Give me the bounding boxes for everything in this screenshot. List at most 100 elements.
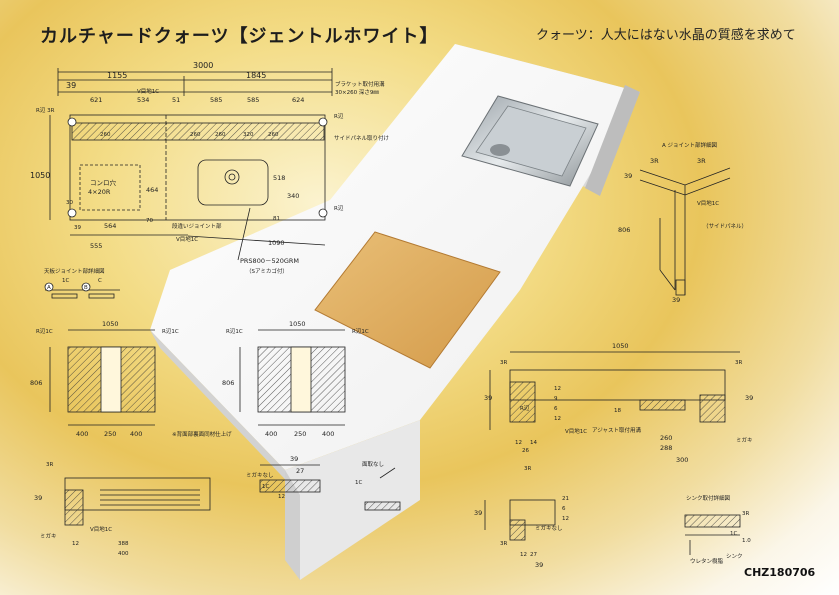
svg-text:4×20R: 4×20R	[88, 188, 111, 196]
svg-text:518: 518	[273, 174, 285, 182]
svg-text:ミガキ: ミガキ	[40, 532, 57, 540]
svg-text:39: 39	[474, 509, 482, 517]
svg-text:621: 621	[90, 96, 102, 104]
svg-text:3R: 3R	[697, 157, 706, 165]
svg-text:300: 300	[676, 456, 688, 464]
counter-right-edge	[585, 85, 640, 196]
svg-text:12: 12	[554, 416, 561, 422]
svg-text:12: 12	[562, 516, 569, 522]
front-view-right	[239, 329, 346, 426]
dim-depth: 1050	[30, 171, 50, 180]
svg-text:R辺: R辺	[334, 205, 344, 212]
svg-text:1C: 1C	[262, 484, 269, 490]
cutting-board	[314, 231, 501, 369]
svg-text:（Sアミカゴ付）: （Sアミカゴ付）	[246, 267, 288, 275]
svg-text:260: 260	[215, 132, 226, 138]
sink-detail	[684, 514, 741, 555]
svg-text:シンク: シンク	[726, 553, 743, 560]
svg-text:39: 39	[66, 81, 76, 90]
svg-text:564: 564	[104, 222, 116, 230]
svg-text:9: 9	[554, 396, 558, 402]
svg-text:39: 39	[624, 172, 632, 180]
svg-text:27: 27	[530, 552, 537, 558]
page-title: カルチャードクォーツ【ジェントルホワイト】	[40, 26, 439, 47]
svg-text:39: 39	[535, 561, 543, 569]
counter-side-panel	[285, 420, 420, 580]
svg-text:400: 400	[130, 430, 142, 438]
svg-text:555: 555	[90, 242, 102, 250]
sink-model: PRS800－520GRM	[240, 257, 299, 265]
svg-text:12: 12	[72, 541, 79, 547]
svg-text:R辺: R辺	[334, 113, 344, 120]
plan-view	[49, 68, 333, 261]
dim-total: 3000	[193, 61, 213, 70]
svg-text:A: A	[47, 285, 51, 291]
sink-detail-title: シンク取付詳細図	[686, 494, 731, 502]
svg-text:70: 70	[146, 218, 153, 224]
sink-drain	[490, 144, 510, 156]
svg-text:400: 400	[322, 430, 334, 438]
svg-text:26: 26	[522, 448, 529, 454]
svg-text:段違いジョイント部: 段違いジョイント部	[172, 222, 222, 230]
svg-text:250: 250	[294, 430, 306, 438]
svg-text:3R: 3R	[500, 360, 507, 366]
svg-text:624: 624	[292, 96, 304, 104]
svg-text:534: 534	[137, 96, 149, 104]
svg-text:250: 250	[104, 430, 116, 438]
svg-text:ミガキ: ミガキ	[736, 436, 753, 444]
svg-text:12: 12	[520, 552, 527, 558]
svg-text:1C: 1C	[355, 480, 362, 486]
svg-text:サイドパネル取り付け: サイドパネル取り付け	[334, 134, 390, 142]
svg-text:1090: 1090	[268, 239, 285, 247]
svg-text:288: 288	[660, 444, 672, 452]
svg-text:388: 388	[118, 541, 129, 547]
svg-text:C: C	[98, 278, 102, 284]
sink-cutout	[197, 159, 269, 206]
sink-drain-symbol	[224, 169, 240, 185]
svg-text:39: 39	[672, 296, 680, 304]
mid-section	[259, 464, 321, 493]
svg-text:18: 18	[614, 408, 621, 414]
svg-text:320: 320	[243, 132, 254, 138]
svg-text:1050: 1050	[612, 342, 629, 350]
svg-text:12: 12	[554, 386, 561, 392]
svg-text:6: 6	[554, 406, 558, 412]
svg-text:260: 260	[660, 434, 672, 442]
svg-text:39: 39	[34, 494, 42, 502]
dim-right: 1845	[246, 71, 266, 80]
svg-text:21: 21	[562, 496, 569, 502]
section-right	[489, 351, 740, 430]
svg-text:12: 12	[278, 494, 285, 500]
svg-text:12: 12	[515, 440, 522, 446]
svg-text:3R: 3R	[46, 462, 53, 468]
bracket-note: ブラケット取付用溝	[335, 80, 385, 88]
svg-text:ウレタン樹脂: ウレタン樹脂	[690, 557, 724, 565]
section-bottom-mid	[364, 467, 556, 541]
front-view-left	[49, 329, 156, 426]
svg-text:ミガキなし: ミガキなし	[246, 471, 274, 479]
svg-text:806: 806	[618, 226, 630, 234]
svg-text:V目地1C: V目地1C	[176, 235, 198, 243]
svg-text:R辺 3R: R辺 3R	[36, 107, 55, 114]
svg-text:1C: 1C	[62, 278, 69, 284]
svg-text:806: 806	[30, 379, 42, 387]
drawing-code: CHZ180706	[744, 566, 816, 579]
bracket-size: 30×260 深さ9㎜	[335, 88, 379, 96]
counter-front-face	[150, 330, 300, 495]
section-bottom-left	[64, 477, 211, 526]
svg-text:コンロ穴: コンロ穴	[90, 178, 117, 187]
svg-text:27: 27	[296, 467, 304, 475]
corner-detail	[639, 167, 731, 296]
svg-text:400: 400	[118, 551, 129, 557]
svg-text:585: 585	[210, 96, 222, 104]
svg-text:340: 340	[287, 192, 299, 200]
svg-text:V目地1C: V目地1C	[90, 525, 112, 533]
svg-text:14: 14	[530, 440, 537, 446]
svg-text:R辺: R辺	[520, 405, 530, 412]
svg-text:アジャスト取付用溝: アジャスト取付用溝	[592, 426, 642, 434]
svg-text:51: 51	[172, 96, 180, 104]
svg-text:R辺1C: R辺1C	[352, 328, 369, 335]
corner-detail-title: A ジョイント部詳細図	[662, 141, 718, 149]
plan-rear-hatch	[71, 122, 325, 141]
